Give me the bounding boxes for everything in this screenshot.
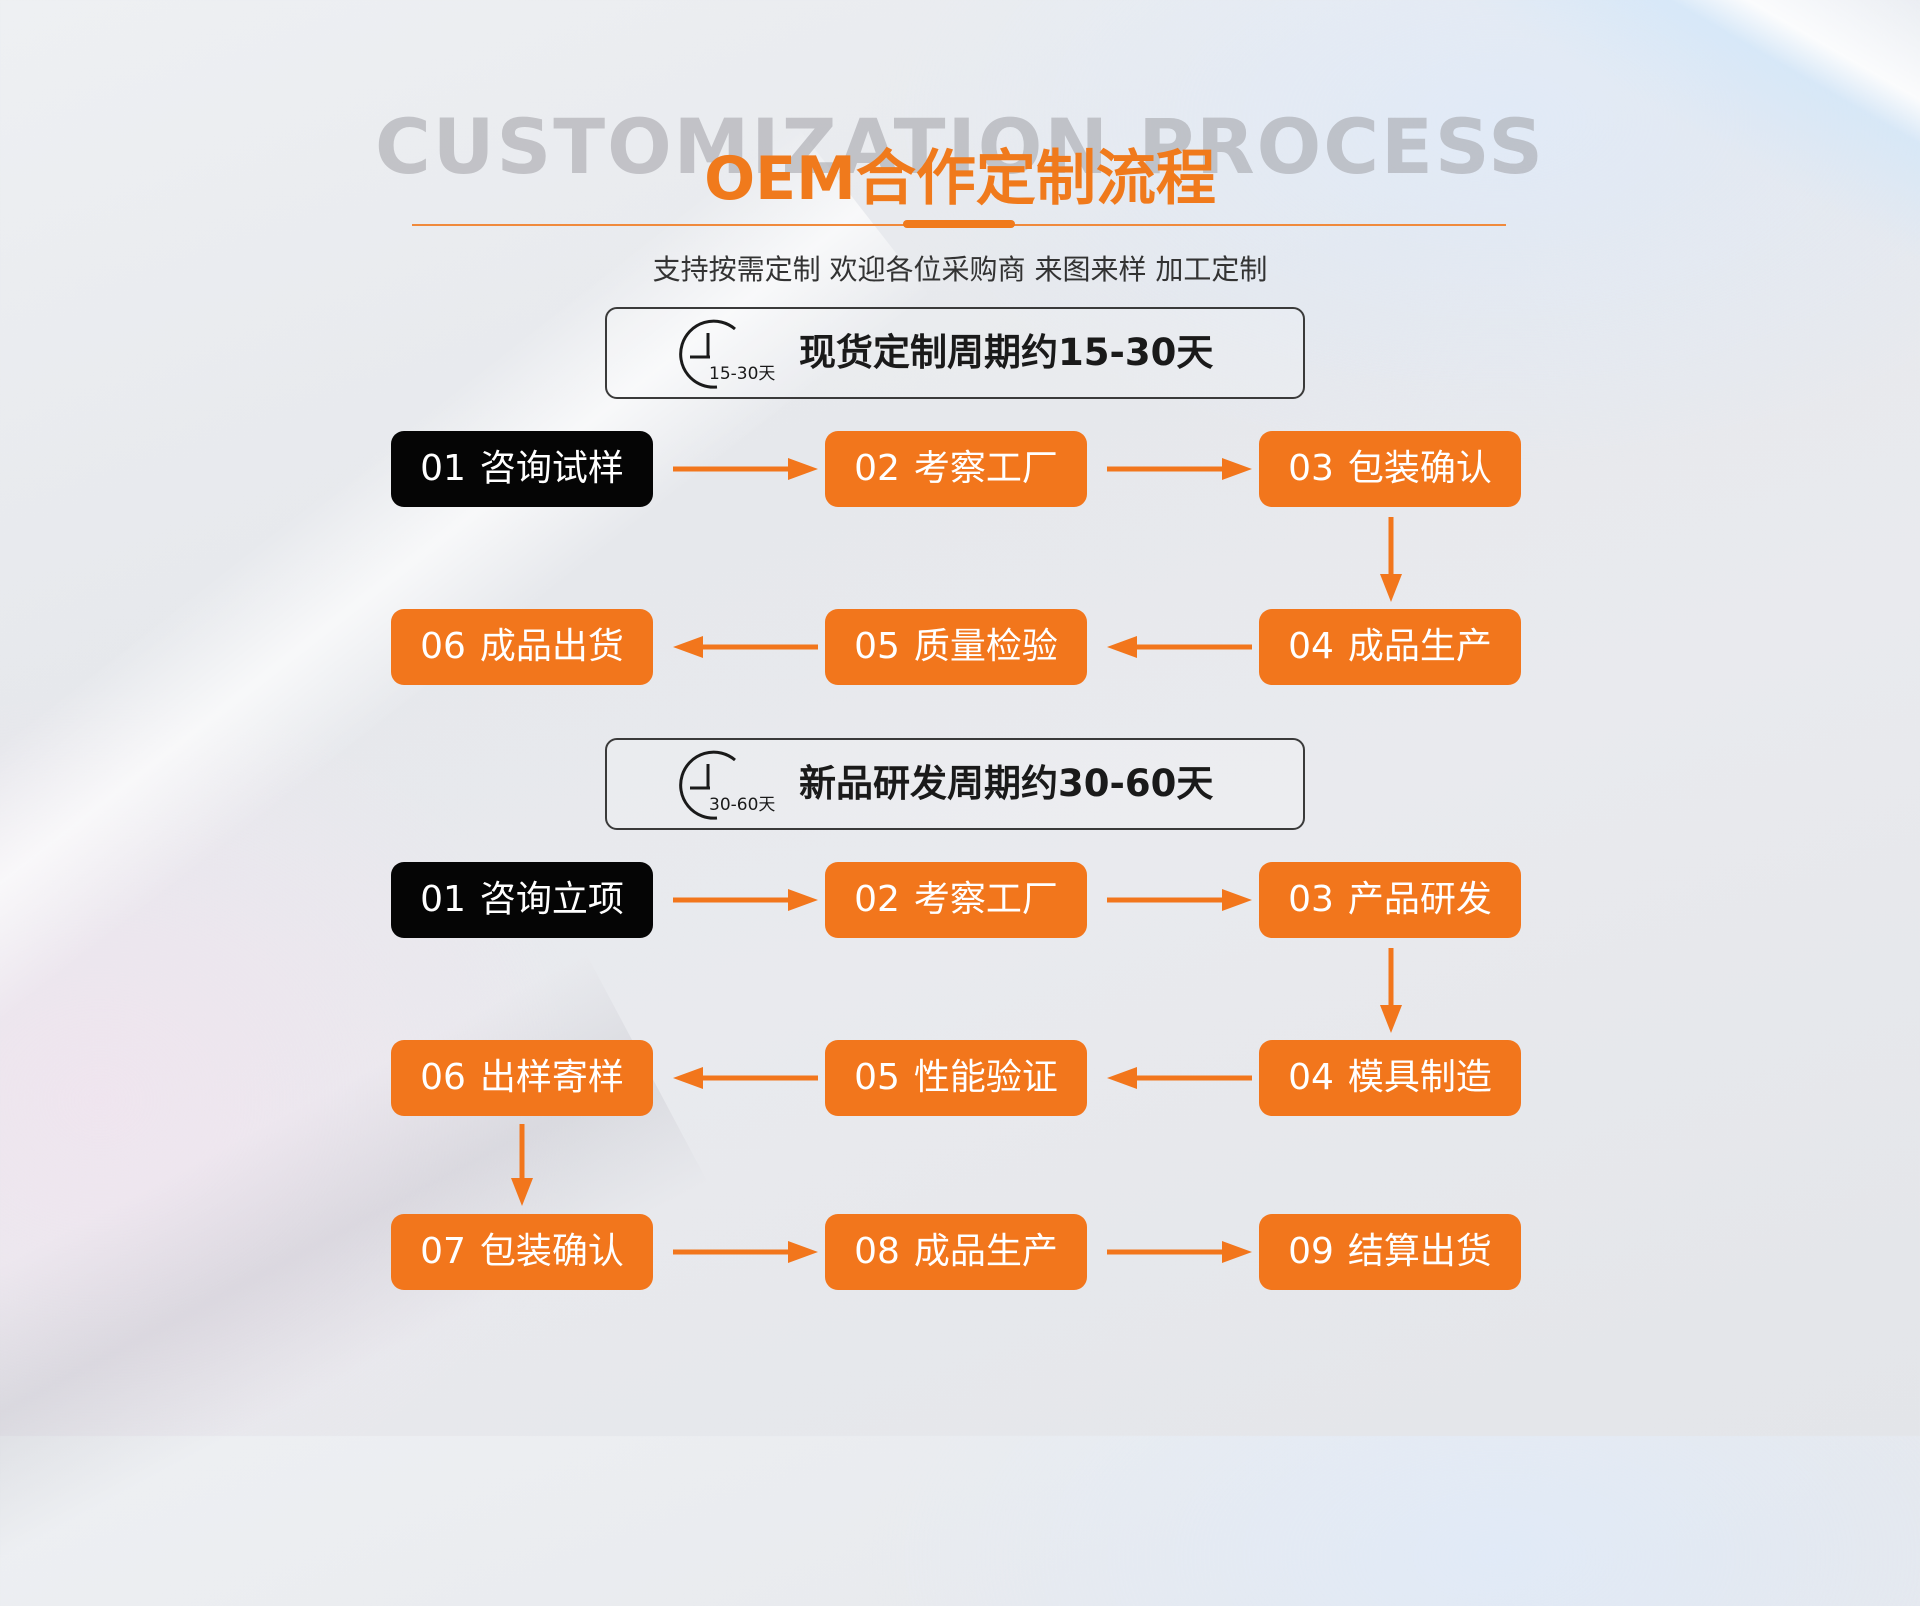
step-number: 08	[854, 1231, 900, 1272]
step-card: 03 产品研发	[1259, 862, 1521, 938]
step-label: 咨询试样	[479, 448, 624, 489]
step-number: 03	[1288, 448, 1334, 489]
step-label: 质量检验	[913, 626, 1058, 667]
step-card: 06 成品出货	[391, 609, 653, 685]
header: CUSTOMIZATION PROCESS OEM合作定制流程	[0, 90, 1920, 220]
step-number: 01	[420, 879, 466, 920]
step-number: 06	[420, 1057, 466, 1098]
step-label: 考察工厂	[913, 879, 1058, 920]
step-number: 02	[854, 879, 900, 920]
step-number: 02	[854, 448, 900, 489]
step-number: 05	[854, 626, 900, 667]
step-label: 模具制造	[1347, 1057, 1492, 1098]
step-label: 成品出货	[479, 626, 624, 667]
arrow-right-icon	[1107, 458, 1252, 480]
step-number: 07	[420, 1231, 466, 1272]
step-card: 05 性能验证	[825, 1040, 1087, 1116]
arrow-down-icon	[1380, 517, 1402, 602]
step-number: 06	[420, 626, 466, 667]
step-card: 02 考察工厂	[825, 862, 1087, 938]
step-number: 01	[420, 448, 466, 489]
step-number: 03	[1288, 879, 1334, 920]
step-card: 04 成品生产	[1259, 609, 1521, 685]
step-card: 08 成品生产	[825, 1214, 1087, 1290]
period-box-stock: 15-30天 现货定制周期约15-30天	[605, 307, 1305, 399]
arrow-down-icon	[1380, 948, 1402, 1033]
arrow-right-icon	[673, 889, 818, 911]
arrow-right-icon	[1107, 1241, 1252, 1263]
page-subtitle: 支持按需定制 欢迎各位采购商 来图来样 加工定制	[652, 253, 1268, 286]
period-text: 现货定制周期约15-30天	[799, 331, 1214, 374]
step-card: 03 包装确认	[1259, 431, 1521, 507]
step-card: 09 结算出货	[1259, 1214, 1521, 1290]
step-label: 产品研发	[1347, 879, 1492, 920]
period-text: 新品研发周期约30-60天	[799, 762, 1214, 805]
arrow-left-icon	[673, 636, 818, 658]
step-card: 06 出样寄样	[391, 1040, 653, 1116]
clock-icon: 30-60天	[679, 750, 775, 820]
step-number: 05	[854, 1057, 900, 1098]
step-label: 性能验证	[913, 1057, 1058, 1098]
arrow-right-icon	[1107, 889, 1252, 911]
step-label: 包装确认	[1347, 448, 1492, 489]
title-divider-accent	[903, 220, 1015, 228]
step-label: 包装确认	[479, 1231, 624, 1272]
period-box-new-product: 30-60天 新品研发周期约30-60天	[605, 738, 1305, 830]
step-label: 出样寄样	[479, 1057, 624, 1098]
step-card: 05 质量检验	[825, 609, 1087, 685]
arrow-left-icon	[1107, 636, 1252, 658]
step-card: 07 包装确认	[391, 1214, 653, 1290]
step-label: 成品生产	[1347, 626, 1492, 667]
step-label: 考察工厂	[913, 448, 1058, 489]
arrow-down-icon	[511, 1124, 533, 1206]
clock-icon-label: 15-30天	[709, 364, 775, 384]
step-number: 04	[1288, 1057, 1334, 1098]
step-card: 01 咨询试样	[391, 431, 653, 507]
step-label: 咨询立项	[479, 879, 624, 920]
arrow-left-icon	[1107, 1067, 1252, 1089]
arrow-right-icon	[673, 1241, 818, 1263]
clock-icon: 15-30天	[679, 319, 775, 389]
page-title: OEM合作定制流程	[704, 144, 1216, 214]
arrow-left-icon	[673, 1067, 818, 1089]
step-number: 04	[1288, 626, 1334, 667]
step-label: 成品生产	[913, 1231, 1058, 1272]
step-card: 02 考察工厂	[825, 431, 1087, 507]
clock-icon-label: 30-60天	[709, 795, 775, 815]
step-number: 09	[1288, 1231, 1334, 1272]
step-card: 01 咨询立项	[391, 862, 653, 938]
step-label: 结算出货	[1347, 1231, 1492, 1272]
arrow-right-icon	[673, 458, 818, 480]
background-title: CUSTOMIZATION PROCESS	[375, 102, 1545, 191]
step-card: 04 模具制造	[1259, 1040, 1521, 1116]
